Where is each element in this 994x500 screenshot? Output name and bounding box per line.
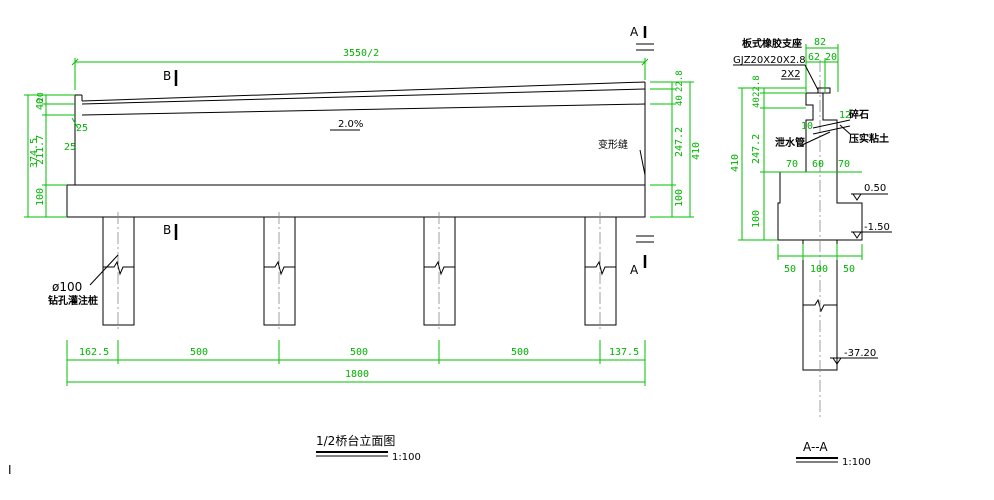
pile-type-label: 钻孔灌注桩 <box>48 294 98 307</box>
cap-dim-70-right: 70 <box>838 159 850 170</box>
dim-40-right: 40 <box>675 95 685 106</box>
sec-dim-82: 82 <box>814 37 826 48</box>
span-137-5: 137.5 <box>609 347 639 358</box>
bearing <box>817 87 831 94</box>
bearing-sub: 2X2 <box>781 69 801 80</box>
bearing-label: 板式橡胶支座 <box>742 37 802 50</box>
slope-label: 2.0% <box>338 119 363 130</box>
section-a-top-label: A <box>630 25 639 39</box>
span-162-5: 162.5 <box>79 347 109 358</box>
dim-25-top: 25 <box>76 123 88 134</box>
sec-dim-62: 62 <box>808 52 820 63</box>
sec-dim-20: 20 <box>825 52 837 63</box>
pile-1 <box>102 216 135 326</box>
elevation-scale: 1:100 <box>392 452 421 463</box>
span-500-1: 500 <box>190 347 208 358</box>
dim-100-right: 100 <box>674 189 685 207</box>
deck-mid-line <box>81 88 646 105</box>
abutment-section-outline <box>777 92 863 241</box>
cap-beam <box>66 184 646 218</box>
section-scale: 1:100 <box>842 457 871 468</box>
section-a-bottom-label: A <box>630 263 639 277</box>
cap-dim-70-left: 70 <box>786 159 798 170</box>
joint-leader <box>639 149 646 176</box>
piles <box>102 212 617 330</box>
top-dimension: 3550/2 <box>71 48 649 90</box>
sec-dim-22-8: 22.8 <box>752 75 762 97</box>
elevation-view: A A B B 3550/2 2.0% 变形缝 <box>24 25 702 463</box>
bottom-dimensions: 162.5 500 500 500 137.5 1800 <box>66 340 646 386</box>
dim-20: 20 <box>36 92 45 102</box>
dim-25-mid: 25 <box>64 142 76 153</box>
elev-tip: -37.20 <box>844 348 876 359</box>
elev-top: 0.50 <box>864 183 886 194</box>
total-length-label: 3550/2 <box>343 48 379 59</box>
deck-top-line <box>81 81 646 102</box>
dim-22-8: 22.8 <box>675 70 685 92</box>
pile-3 <box>423 216 456 326</box>
dim-40: 40 <box>35 98 46 110</box>
elevation-title: 1/2桥台立面图 1:100 <box>316 433 421 463</box>
base-dim-100: 100 <box>810 264 828 275</box>
dim-410: 410 <box>691 142 702 160</box>
section-mark-a: A A <box>630 25 654 277</box>
cap-dim-60: 60 <box>812 159 824 170</box>
base-dim-50-right: 50 <box>843 264 855 275</box>
right-dimensions: 22.8 40 247.2 100 410 <box>650 70 702 218</box>
sec-dim-10: 10 <box>801 121 813 132</box>
span-500-3: 500 <box>511 347 529 358</box>
section-title-text: A--A <box>803 440 828 454</box>
deck-bottom-line <box>81 103 646 116</box>
sec-dim-247-2: 247.2 <box>751 134 762 164</box>
total-1800: 1800 <box>345 369 369 380</box>
joint-label: 变形缝 <box>598 138 628 151</box>
left-dimensions: 374.5 40 20 25 211.7 25 100 <box>24 92 88 218</box>
sec-dim-40: 40 <box>752 97 762 108</box>
span-500-2: 500 <box>350 347 368 358</box>
compact-label: 压实粘土 <box>849 132 889 145</box>
section-mark-b: B B <box>163 69 178 240</box>
elevation-title-text: 1/2桥台立面图 <box>316 433 395 448</box>
pile-leader <box>89 254 119 286</box>
section-b-top-label: B <box>163 69 171 83</box>
base-dim-50-left: 50 <box>784 264 796 275</box>
drain-label: 泄水管 <box>775 136 805 149</box>
bearing-spec: GJZ20X20X2.8 <box>733 55 806 66</box>
elev-cap: -1.50 <box>864 222 890 233</box>
dim-100-left: 100 <box>35 188 46 206</box>
pile-4 <box>584 216 617 326</box>
section-view: 82 62 20 板式橡胶支座 GJZ20X20X2.8 2X2 410 22.… <box>730 37 892 468</box>
cursor-mark: I <box>8 463 12 477</box>
section-b-bottom-label: B <box>163 223 171 237</box>
dim-211-7: 211.7 <box>35 135 46 165</box>
dim-374-5: 374.5 <box>29 138 40 168</box>
sec-dim-100: 100 <box>751 210 762 228</box>
pile-2 <box>263 216 296 326</box>
sec-dim-410: 410 <box>730 154 741 172</box>
dim-247-2: 247.2 <box>674 127 685 157</box>
pile-diameter-label: ø100 <box>52 280 82 294</box>
sec-dim-12: 12 <box>839 110 851 121</box>
gravel-label: 碎石 <box>849 108 869 121</box>
